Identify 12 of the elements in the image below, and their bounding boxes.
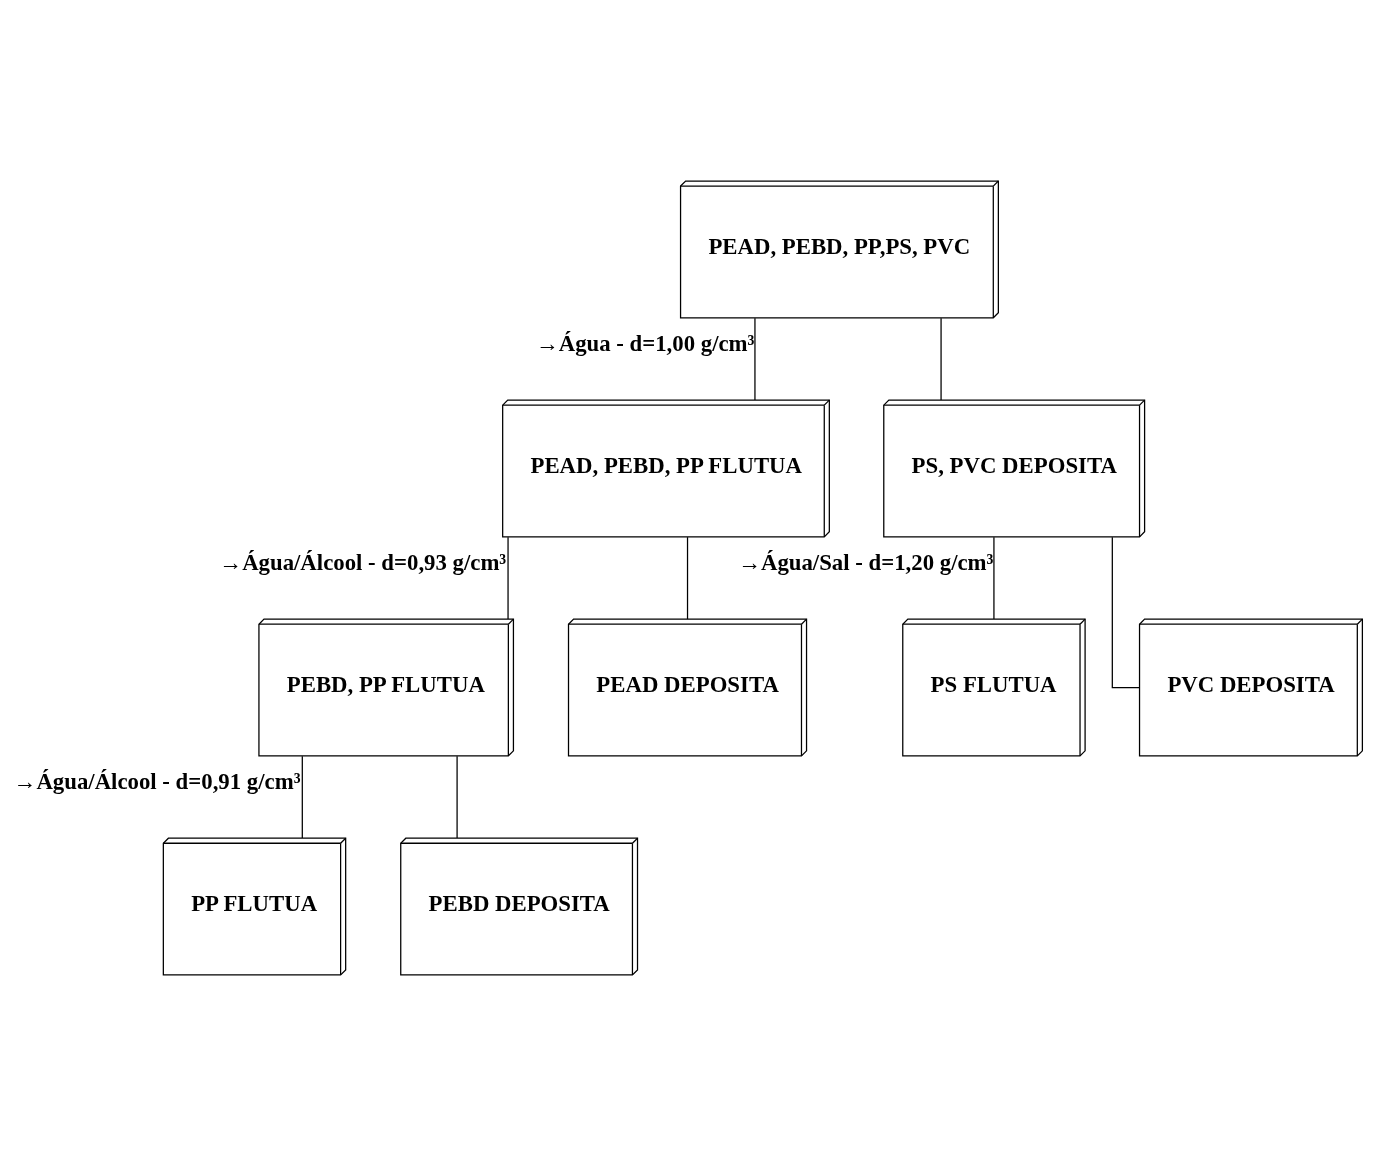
connector (993, 536, 995, 620)
connector (686, 536, 689, 620)
connector (456, 755, 458, 839)
edge-label: →Água/Álcool - d=0,93 g/cm³ (219, 549, 507, 575)
connector (754, 317, 756, 401)
connector (940, 317, 942, 401)
edge-label: →Água/Álcool - d=0,91 g/cm³ (13, 768, 301, 794)
edge-label: →Água/Sal - d=1,20 g/cm³ (738, 549, 994, 575)
connector (1111, 536, 1140, 688)
connector (507, 536, 509, 620)
connector (301, 755, 303, 839)
edge-label: →Água - d=1,00 g/cm³ (535, 330, 755, 356)
